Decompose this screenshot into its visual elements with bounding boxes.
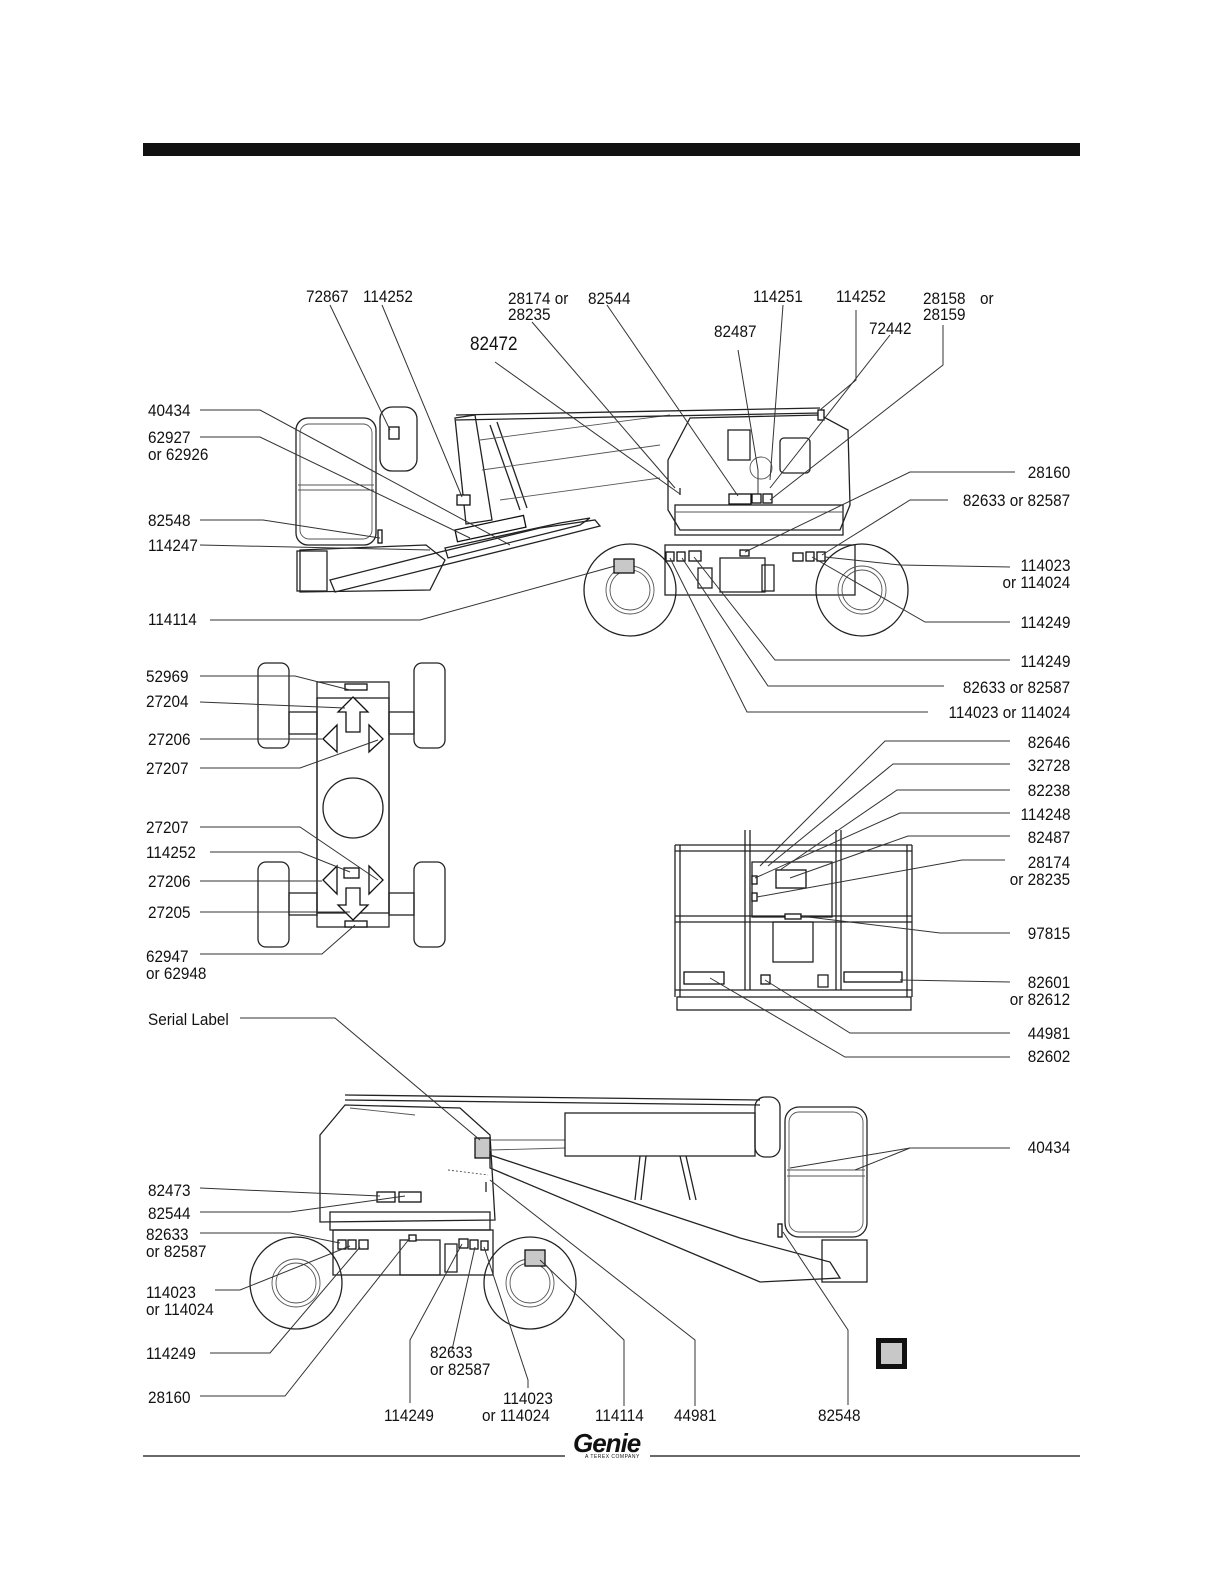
label-or: or	[980, 289, 994, 308]
leaders-side-view-right	[199, 1017, 1010, 1406]
label-82633-right-a: 82633	[146, 1225, 189, 1244]
label-114023-right-b: 114023	[503, 1389, 553, 1408]
label-72442: 72442	[869, 319, 912, 338]
label-114023-right-a: 114023	[146, 1283, 196, 1302]
label-or-114024-a: or 114024	[1002, 573, 1070, 592]
label-82487-platform: 82487	[1027, 828, 1070, 847]
label-82544-top: 82544	[588, 289, 631, 308]
genie-logo: Genie	[573, 1428, 641, 1458]
label-or-82587-right-a: or 82587	[146, 1242, 207, 1261]
leaders-platform-view	[709, 740, 1011, 1058]
label-27207-b: 27207	[146, 818, 189, 837]
label-27204: 27204	[146, 692, 189, 711]
label-44981-platform: 44981	[1027, 1024, 1070, 1043]
label-27207-a: 27207	[146, 759, 189, 778]
label-82472: 82472	[470, 334, 518, 355]
label-82633-or-82587-a: 82633 or 82587	[962, 491, 1070, 510]
label-114249-right-a: 114249	[146, 1344, 196, 1363]
label-82544-right: 82544	[148, 1204, 191, 1223]
label-62947: 62947	[146, 947, 189, 966]
label-82633-or-82587-b: 82633 or 82587	[962, 678, 1070, 697]
label-28174-or: 28174 or	[508, 289, 569, 308]
label-82602: 82602	[1027, 1047, 1070, 1066]
label-114023-or-114024-b: 114023 or 114024	[948, 703, 1070, 722]
label-28160-right-view: 28160	[148, 1388, 191, 1407]
leaders-side-view-left	[199, 304, 1015, 713]
label-82473: 82473	[148, 1181, 191, 1200]
label-44981-right: 44981	[674, 1406, 717, 1425]
label-28235: 28235	[508, 305, 551, 324]
label-52969: 52969	[146, 667, 189, 686]
label-32728: 32728	[1027, 756, 1070, 775]
label-114249-right-b: 114249	[384, 1406, 434, 1425]
label-28160-right: 28160	[1027, 463, 1070, 482]
genie-logo-subtitle: A TEREX COMPANY	[585, 1454, 640, 1460]
label-27205: 27205	[148, 903, 191, 922]
label-114114-left: 114114	[148, 610, 197, 629]
label-28158: 28158	[923, 289, 966, 308]
label-40434-right: 40434	[1027, 1138, 1070, 1157]
label-serial-label: Serial Label	[148, 1010, 229, 1029]
label-or-62926: or 62926	[148, 445, 209, 464]
label-27206-b: 27206	[148, 872, 191, 891]
label-82633-right-b: 82633	[430, 1343, 473, 1362]
leaders-top-view	[199, 675, 379, 955]
label-or-62948: or 62948	[146, 964, 207, 983]
label-114252-top-right: 114252	[836, 287, 886, 306]
legend-swatch-fill	[881, 1343, 902, 1364]
label-or-114024-right-b: or 114024	[482, 1406, 550, 1425]
label-114252-top: 114252	[363, 287, 413, 306]
label-72867: 72867	[306, 287, 349, 306]
label-or-114024-right-a: or 114024	[146, 1300, 214, 1319]
label-114114-right: 114114	[595, 1406, 644, 1425]
label-27206-a: 27206	[148, 730, 191, 749]
label-82487-top: 82487	[714, 322, 757, 341]
label-40434-left: 40434	[148, 401, 191, 420]
label-82646: 82646	[1027, 733, 1070, 752]
machine-side-view-left	[295, 406, 909, 637]
label-or-82612: or 82612	[1009, 990, 1070, 1009]
label-82601: 82601	[1027, 973, 1070, 992]
label-82238: 82238	[1027, 781, 1070, 800]
label-or-82587-right-b: or 82587	[430, 1360, 491, 1379]
label-114247: 114247	[148, 536, 198, 555]
label-or-28235-platform: or 28235	[1009, 870, 1070, 889]
machine-side-view-right	[249, 1094, 868, 1330]
label-82548-left: 82548	[148, 511, 191, 530]
label-28159: 28159	[923, 305, 966, 324]
label-114249-b: 114249	[1020, 652, 1070, 671]
label-114251: 114251	[753, 287, 803, 306]
label-62927: 62927	[148, 428, 191, 447]
label-114248: 114248	[1020, 805, 1070, 824]
label-28174-platform: 28174	[1027, 853, 1070, 872]
label-97815: 97815	[1027, 924, 1070, 943]
label-114023-a: 114023	[1020, 556, 1070, 575]
label-114252-top-view: 114252	[146, 843, 196, 862]
header-rule	[143, 143, 1080, 156]
label-82548-right: 82548	[818, 1406, 861, 1425]
platform-view	[674, 830, 913, 1011]
label-114249-a: 114249	[1020, 613, 1070, 632]
